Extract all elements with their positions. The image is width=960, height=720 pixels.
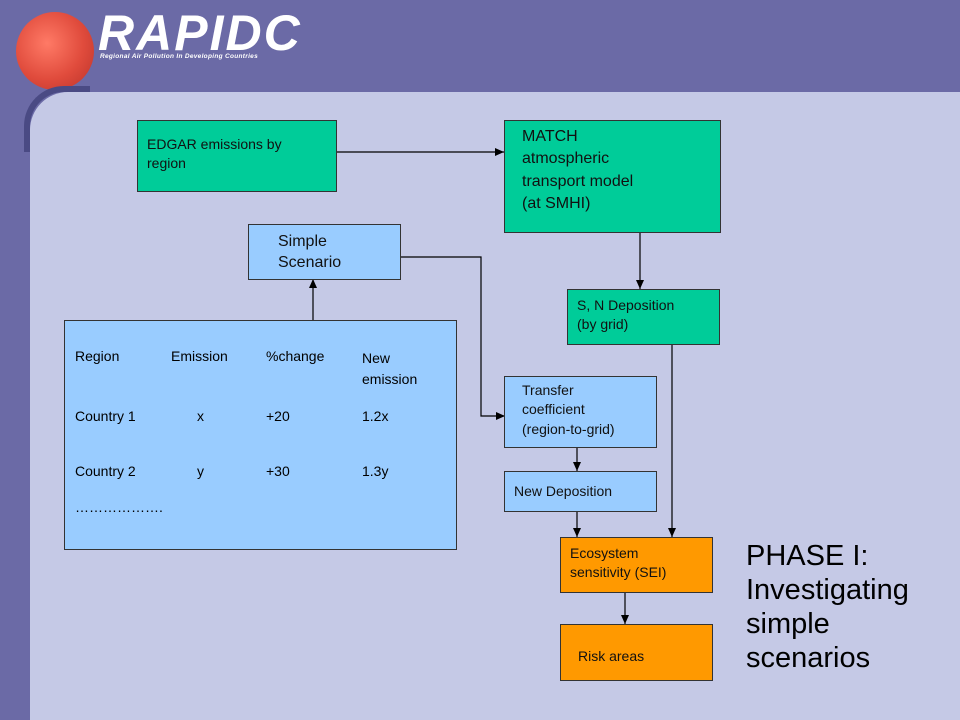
transfer-coefficient-label: Transfer coefficient (region-to-grid) bbox=[522, 382, 615, 437]
arrow-scenario-to-transfer bbox=[401, 256, 505, 420]
logo-subtitle: Regional Air Pollution In Developing Cou… bbox=[100, 53, 259, 60]
table-header-emission: Emission bbox=[171, 348, 228, 364]
simple-scenario-box: Simple Scenario bbox=[248, 224, 401, 280]
sn-deposition-label: S, N Deposition (by grid) bbox=[577, 297, 675, 332]
ecosystem-sensitivity-box: Ecosystem sensitivity (SEI) bbox=[560, 537, 713, 593]
logo-circle bbox=[16, 12, 94, 90]
phase-title: PHASE I: Investigating simple scenarios bbox=[746, 540, 909, 674]
table-cell: Country 2 bbox=[75, 463, 136, 479]
edgar-emissions-label: EDGAR emissions by region bbox=[147, 136, 282, 171]
ecosystem-sensitivity-label: Ecosystem sensitivity (SEI) bbox=[570, 545, 667, 580]
table-header-change: %change bbox=[266, 348, 325, 364]
risk-areas-label: Risk areas bbox=[578, 648, 645, 664]
table-header-region: Region bbox=[75, 348, 120, 364]
emission-table-box: Region Emission %change New emission Cou… bbox=[64, 320, 457, 550]
table-ellipsis: ………………. bbox=[75, 499, 163, 515]
table-cell: x bbox=[197, 408, 204, 424]
new-deposition-label: New Deposition bbox=[514, 483, 613, 499]
match-model-box: MATCH atmospheric transport model (at SM… bbox=[504, 120, 721, 233]
new-deposition-box: New Deposition bbox=[504, 471, 657, 512]
match-model-label: MATCH atmospheric transport model (at SM… bbox=[522, 128, 634, 213]
risk-areas-box: Risk areas bbox=[560, 624, 713, 681]
edgar-emissions-box: EDGAR emissions by region bbox=[137, 120, 337, 192]
table-cell: +30 bbox=[266, 463, 290, 479]
simple-scenario-label: Simple Scenario bbox=[278, 233, 342, 271]
table-cell: Country 1 bbox=[75, 408, 136, 424]
logo-title: RAPIDC bbox=[98, 5, 302, 61]
table-cell: +20 bbox=[266, 408, 290, 424]
panel-corner-decoration bbox=[24, 86, 90, 152]
table-cell: y bbox=[197, 463, 204, 479]
table-cell: 1.2x bbox=[362, 408, 389, 424]
table-cell: 1.3y bbox=[362, 463, 389, 479]
sn-deposition-box: S, N Deposition (by grid) bbox=[567, 289, 720, 345]
transfer-coefficient-box: Transfer coefficient (region-to-grid) bbox=[504, 376, 657, 448]
table-header-new-emission: New emission bbox=[362, 350, 418, 387]
